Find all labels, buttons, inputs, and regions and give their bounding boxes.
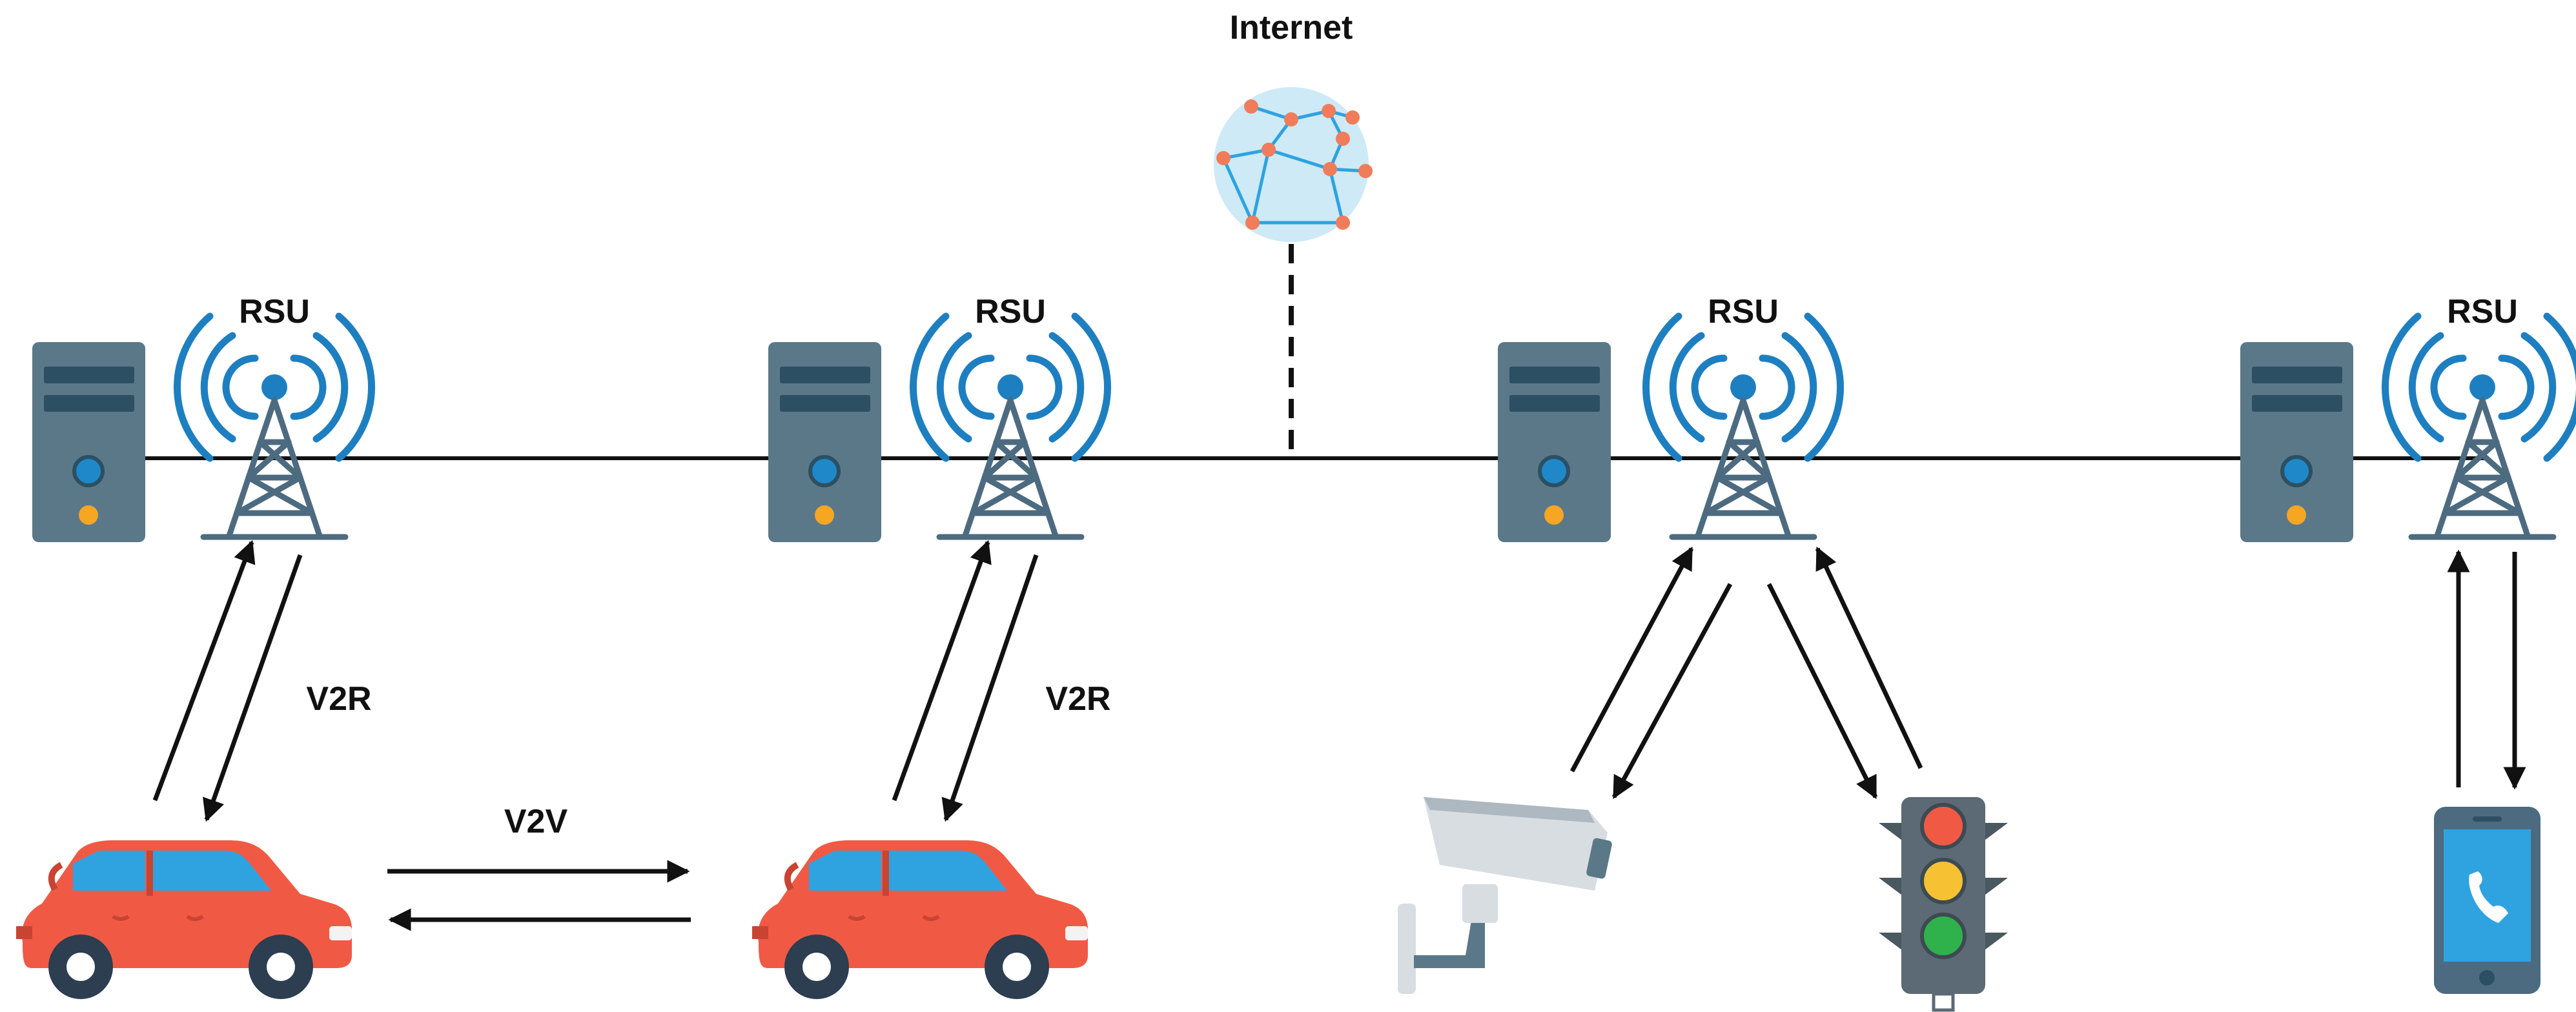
v2r-uplink-arrow bbox=[152, 540, 256, 802]
car-icon bbox=[752, 840, 1088, 999]
rsu-label: RSU bbox=[975, 293, 1046, 330]
rsu-label: RSU bbox=[1708, 293, 1779, 330]
v2v-label: V2V bbox=[504, 803, 568, 840]
rsu-unit-2: RSU bbox=[768, 293, 1108, 542]
server-icon bbox=[32, 342, 145, 542]
rsu-unit-3: RSU bbox=[1498, 293, 1841, 542]
smartphone-icon bbox=[2434, 807, 2540, 994]
v2r-label: V2R bbox=[306, 680, 371, 718]
server-icon bbox=[2240, 342, 2353, 542]
v2r-uplink-arrow bbox=[892, 540, 992, 802]
rsu-tower-icon bbox=[2385, 316, 2576, 537]
car-icon bbox=[16, 840, 352, 999]
server-icon bbox=[1498, 342, 1611, 542]
camera-uplink-arrow bbox=[1569, 546, 1694, 773]
rsu-tower-icon bbox=[913, 316, 1107, 537]
server-icon bbox=[768, 342, 881, 542]
cctv-camera-icon bbox=[1398, 797, 1612, 994]
camera-downlink-arrow bbox=[1611, 583, 1733, 800]
v2r-downlink-arrow bbox=[203, 554, 303, 822]
traffic-light-downlink-arrow bbox=[1766, 583, 1878, 800]
rsu-unit-4: RSU bbox=[2240, 293, 2576, 542]
v2r-downlink-arrow bbox=[941, 554, 1039, 822]
rsu-label: RSU bbox=[2447, 293, 2518, 330]
rsu-label: RSU bbox=[239, 293, 310, 330]
internet-label: Internet bbox=[1230, 9, 1353, 46]
v2r-label: V2R bbox=[1045, 680, 1110, 718]
traffic-light-uplink-arrow bbox=[1815, 546, 1923, 769]
rsu-unit-1: RSU bbox=[32, 293, 372, 542]
globe-network-icon bbox=[1214, 87, 1373, 242]
rsu-tower-icon bbox=[1646, 316, 1840, 537]
rsu-tower-icon bbox=[177, 316, 371, 537]
traffic-light-icon bbox=[1879, 797, 2008, 1012]
